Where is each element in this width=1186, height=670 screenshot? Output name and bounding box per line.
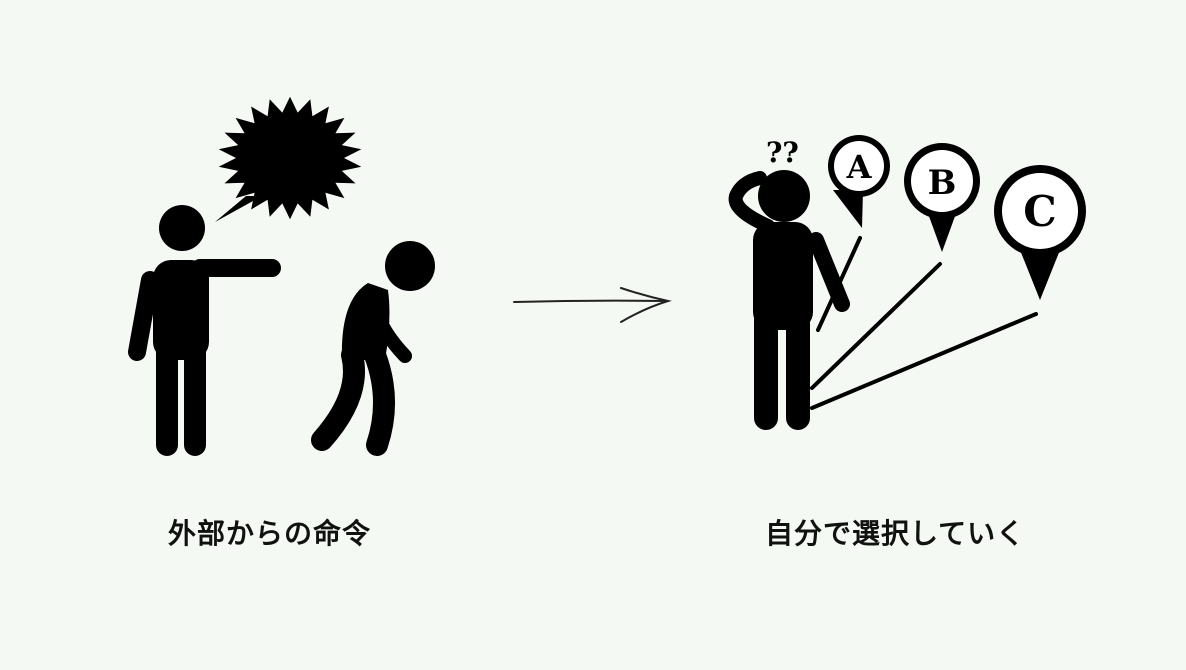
- commanding-person-icon: [128, 205, 281, 456]
- right-caption: 自分で選択していく: [765, 517, 1026, 550]
- question-marks-label: ??: [766, 136, 799, 169]
- option-c-label: C: [1023, 187, 1056, 236]
- left-caption: 外部からの命令: [168, 517, 372, 550]
- option-b-label: B: [928, 163, 957, 203]
- transition-arrow-icon: [513, 287, 672, 323]
- option-pin-a-icon: A: [828, 135, 890, 228]
- option-pin-b-icon: B: [904, 143, 980, 252]
- option-pin-c-icon: C: [994, 165, 1086, 300]
- option-a-label: A: [846, 148, 873, 186]
- option-connector-lines: [810, 236, 1038, 410]
- thinking-person-icon: [728, 170, 850, 430]
- shout-bubble-icon: [215, 96, 362, 222]
- dejected-person-icon: [311, 241, 435, 456]
